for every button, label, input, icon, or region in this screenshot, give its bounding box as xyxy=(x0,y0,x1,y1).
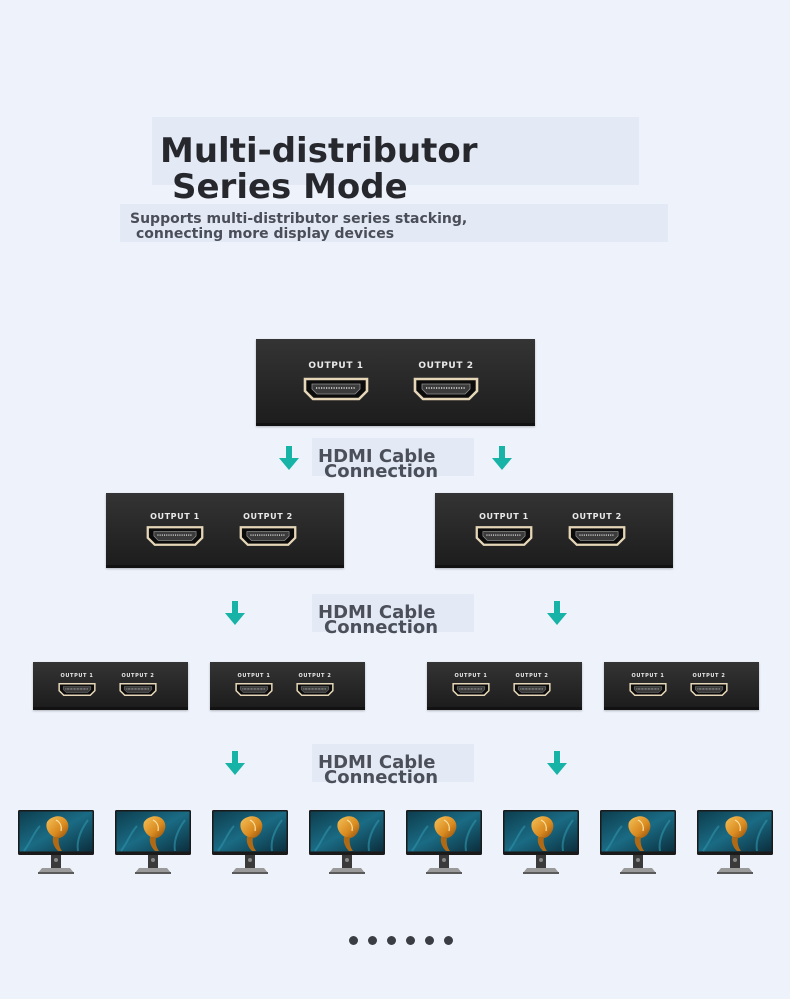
output-port-label: OUTPUT 1 xyxy=(454,673,488,679)
monitor-icon xyxy=(18,810,94,874)
connection-label-line-1: HDMI Cable xyxy=(318,752,436,773)
connection-label-line-1: HDMI Cable xyxy=(318,602,436,623)
hdmi-splitter: OUTPUT 1 OUTPUT 2 xyxy=(33,662,188,710)
monitor-icon xyxy=(212,810,288,874)
pagination-dot[interactable] xyxy=(406,936,415,945)
hdmi-splitter: OUTPUT 1 OUTPUT 2 xyxy=(427,662,582,710)
hdmi-splitter: OUTPUT 1 OUTPUT 2 xyxy=(106,493,344,568)
output-port-label: OUTPUT 1 xyxy=(308,361,364,371)
hdmi-port-icon xyxy=(119,682,157,697)
connection-label-backdrop xyxy=(312,438,474,476)
output-port-1: OUTPUT 1 xyxy=(302,361,370,401)
hdmi-port-icon xyxy=(568,525,626,547)
output-port-2: OUTPUT 2 xyxy=(412,361,480,401)
output-port-2: OUTPUT 2 xyxy=(513,673,551,697)
monitor-icon xyxy=(406,810,482,874)
connection-label-backdrop xyxy=(312,744,474,782)
title-backdrop xyxy=(152,117,639,185)
output-port-1: OUTPUT 1 xyxy=(629,673,667,697)
output-port-label: OUTPUT 1 xyxy=(60,673,94,679)
monitor-icon xyxy=(503,810,579,874)
hdmi-port-icon xyxy=(239,525,297,547)
down-arrow-icon xyxy=(547,751,567,775)
monitor-icon xyxy=(115,810,191,874)
pagination-dot[interactable] xyxy=(387,936,396,945)
monitor-icon xyxy=(309,810,385,874)
hdmi-port-icon xyxy=(412,377,480,401)
hdmi-splitter: OUTPUT 1 OUTPUT 2 xyxy=(435,493,673,568)
output-port-label: OUTPUT 1 xyxy=(237,673,271,679)
pagination-dot[interactable] xyxy=(349,936,358,945)
output-port-label: OUTPUT 2 xyxy=(121,673,155,679)
hdmi-port-icon xyxy=(513,682,551,697)
hdmi-port-icon xyxy=(302,377,370,401)
output-port-1: OUTPUT 1 xyxy=(58,673,96,697)
connection-label-backdrop xyxy=(312,594,474,632)
output-port-1: OUTPUT 1 xyxy=(235,673,273,697)
hdmi-port-icon xyxy=(452,682,490,697)
output-port-label: OUTPUT 2 xyxy=(243,512,293,521)
connection-label-line-1: HDMI Cable xyxy=(318,446,436,467)
connection-label-line-2: Connection xyxy=(324,617,439,638)
output-port-label: OUTPUT 2 xyxy=(298,673,332,679)
pagination-dot[interactable] xyxy=(444,936,453,945)
output-port-2: OUTPUT 2 xyxy=(690,673,728,697)
output-port-label: OUTPUT 1 xyxy=(479,512,529,521)
subtitle-line-1: Supports multi-distributor series stacki… xyxy=(130,211,468,227)
down-arrow-icon xyxy=(279,446,299,470)
subtitle-line-2: connecting more display devices xyxy=(136,226,395,242)
output-port-1: OUTPUT 1 xyxy=(475,512,533,547)
pagination-dot[interactable] xyxy=(425,936,434,945)
down-arrow-icon xyxy=(225,601,245,625)
hdmi-port-icon xyxy=(629,682,667,697)
output-port-2: OUTPUT 2 xyxy=(119,673,157,697)
down-arrow-icon xyxy=(225,751,245,775)
monitor-icon xyxy=(697,810,773,874)
output-port-1: OUTPUT 1 xyxy=(146,512,204,547)
connection-label-line-2: Connection xyxy=(324,767,439,788)
output-port-label: OUTPUT 2 xyxy=(692,673,726,679)
down-arrow-icon xyxy=(492,446,512,470)
hdmi-splitter: OUTPUT 1 OUTPUT 2 xyxy=(256,339,535,426)
hdmi-port-icon xyxy=(475,525,533,547)
page-subtitle: Supports multi-distributor series stacki… xyxy=(130,212,467,242)
output-port-2: OUTPUT 2 xyxy=(568,512,626,547)
hdmi-port-icon xyxy=(296,682,334,697)
hdmi-splitter: OUTPUT 1 OUTPUT 2 xyxy=(210,662,365,710)
hdmi-port-icon xyxy=(690,682,728,697)
output-port-label: OUTPUT 2 xyxy=(572,512,622,521)
output-port-2: OUTPUT 2 xyxy=(296,673,334,697)
hdmi-port-icon xyxy=(146,525,204,547)
output-port-label: OUTPUT 1 xyxy=(150,512,200,521)
title-line-2: Series Mode xyxy=(172,167,408,207)
title-line-1: Multi-distributor xyxy=(160,131,478,171)
pagination-dot[interactable] xyxy=(368,936,377,945)
output-port-label: OUTPUT 2 xyxy=(515,673,549,679)
page-title: Multi-distributor Series Mode xyxy=(160,133,478,205)
connection-label-line-2: Connection xyxy=(324,461,439,482)
pagination-dots xyxy=(349,936,453,945)
output-port-1: OUTPUT 1 xyxy=(452,673,490,697)
down-arrow-icon xyxy=(547,601,567,625)
hdmi-port-icon xyxy=(58,682,96,697)
subtitle-backdrop xyxy=(120,204,668,242)
hdmi-splitter: OUTPUT 1 OUTPUT 2 xyxy=(604,662,759,710)
monitor-icon xyxy=(600,810,676,874)
output-port-label: OUTPUT 2 xyxy=(418,361,474,371)
output-port-label: OUTPUT 1 xyxy=(631,673,665,679)
output-port-2: OUTPUT 2 xyxy=(239,512,297,547)
hdmi-port-icon xyxy=(235,682,273,697)
